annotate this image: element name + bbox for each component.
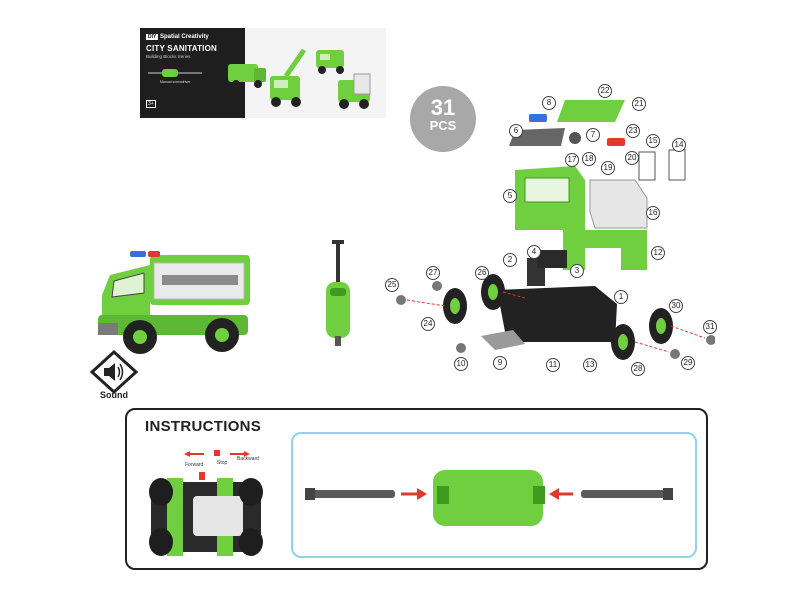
part-number-18: 18 <box>582 152 596 166</box>
part-number-15: 15 <box>646 134 660 148</box>
package-age: 3+ <box>146 100 156 108</box>
forward-label: Forward <box>185 462 204 468</box>
part-number-6: 6 <box>509 124 523 138</box>
part-number-28: 28 <box>631 362 645 376</box>
part-number-30: 30 <box>669 299 683 313</box>
screwdriver-image <box>326 240 350 346</box>
part-number-2: 2 <box>503 253 517 267</box>
part-number-9: 9 <box>493 356 507 370</box>
package-manual-note: Manual screwdriver <box>160 80 191 84</box>
part-number-5: 5 <box>503 189 517 203</box>
sound-icon <box>89 350 139 394</box>
part-number-23: 23 <box>626 124 640 138</box>
screwdriver-mini-icon <box>148 69 202 77</box>
exploded-parts-diagram <box>396 100 715 360</box>
part-number-21: 21 <box>632 97 646 111</box>
part-number-1: 1 <box>614 290 628 304</box>
package-title: CITY SANITATION <box>146 44 217 53</box>
part-number-19: 19 <box>601 161 615 175</box>
sound-label: Sound <box>100 390 128 400</box>
screwdriver-assembly-image <box>305 470 673 526</box>
assembled-truck-image <box>98 251 250 354</box>
direction-arrows-icon <box>184 450 250 457</box>
instructions-panel: INSTRUCTIONS Forward Stop Backward <box>125 408 708 570</box>
package-brand-tag: DIY <box>146 34 159 40</box>
part-number-4: 4 <box>527 245 541 259</box>
part-number-27: 27 <box>426 266 440 280</box>
part-number-29: 29 <box>681 356 695 370</box>
part-number-25: 25 <box>385 278 399 292</box>
product-package-image: DIY Spatial Creativity CITY SANITATION B… <box>140 28 386 118</box>
truck-underside-image <box>149 472 263 556</box>
screwdriver-assembly-diagram <box>291 432 697 558</box>
part-number-7: 7 <box>586 128 600 142</box>
part-number-11: 11 <box>546 358 560 372</box>
part-number-13: 13 <box>583 358 597 372</box>
part-number-26: 26 <box>475 266 489 280</box>
part-number-17: 17 <box>565 153 579 167</box>
part-number-14: 14 <box>672 138 686 152</box>
package-brand: Spatial Creativity <box>160 34 209 40</box>
stop-label: Stop <box>217 460 228 466</box>
part-number-12: 12 <box>651 246 665 260</box>
part-number-22: 22 <box>598 84 612 98</box>
pieces-count-number: 31 <box>430 95 456 120</box>
part-number-31: 31 <box>703 320 717 334</box>
part-number-8: 8 <box>542 96 556 110</box>
package-series: Building Blocks Series <box>146 54 191 59</box>
part-number-3: 3 <box>570 264 584 278</box>
part-number-24: 24 <box>421 317 435 331</box>
part-number-10: 10 <box>454 357 468 371</box>
pieces-count-badge: 31 PCS <box>410 86 476 152</box>
part-number-16: 16 <box>646 206 660 220</box>
pieces-count-unit: PCS <box>429 118 457 133</box>
instructions-title: INSTRUCTIONS <box>145 418 262 435</box>
package-trucks-illustration <box>228 48 371 109</box>
part-number-20: 20 <box>625 151 639 165</box>
backward-label: Backward <box>237 456 259 462</box>
